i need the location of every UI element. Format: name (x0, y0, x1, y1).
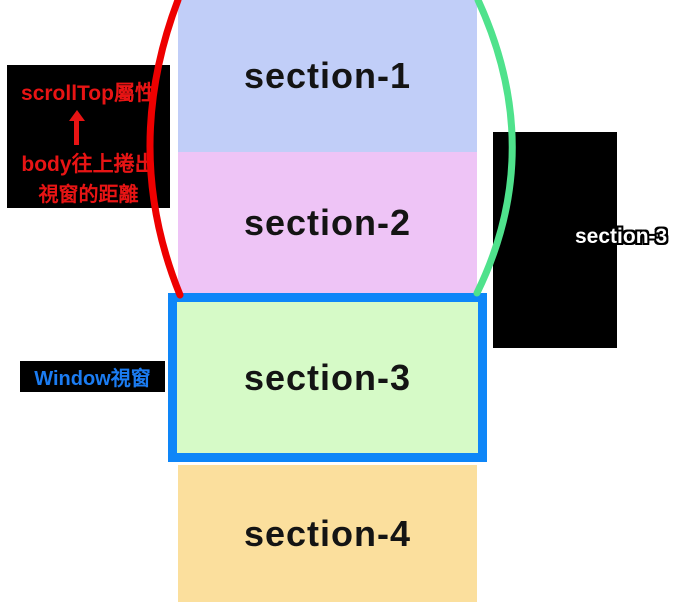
window-label-text: Window視窗 (34, 368, 151, 390)
viewport-window-box: section-3 (168, 293, 487, 462)
up-arrow-head (68, 110, 85, 121)
window-label-panel: Window視窗 (20, 361, 165, 392)
section-3-label: section-3 (243, 356, 412, 398)
scroll-distance-text-line2: 視窗的距離 (38, 184, 139, 206)
up-arrow-icon (68, 110, 85, 145)
up-arrow-shaft (74, 121, 79, 145)
scroll-distance-text-line1: body往上捲出 (21, 153, 156, 176)
scrolltop-label-panel: scrollTop屬性 body往上捲出 視窗的距離 (7, 65, 170, 208)
right-panel-label: section-3 (575, 225, 668, 248)
section-2-block: section-2 (178, 152, 477, 293)
section-4-label: section-4 (243, 512, 412, 554)
section-1-block: section-1 (178, 0, 477, 152)
section-1-label: section-1 (243, 55, 412, 96)
scrolltop-attr-text: scrollTop屬性 (21, 82, 156, 105)
section-2-label: section-2 (243, 201, 412, 243)
section-4-block: section-4 (178, 465, 477, 602)
